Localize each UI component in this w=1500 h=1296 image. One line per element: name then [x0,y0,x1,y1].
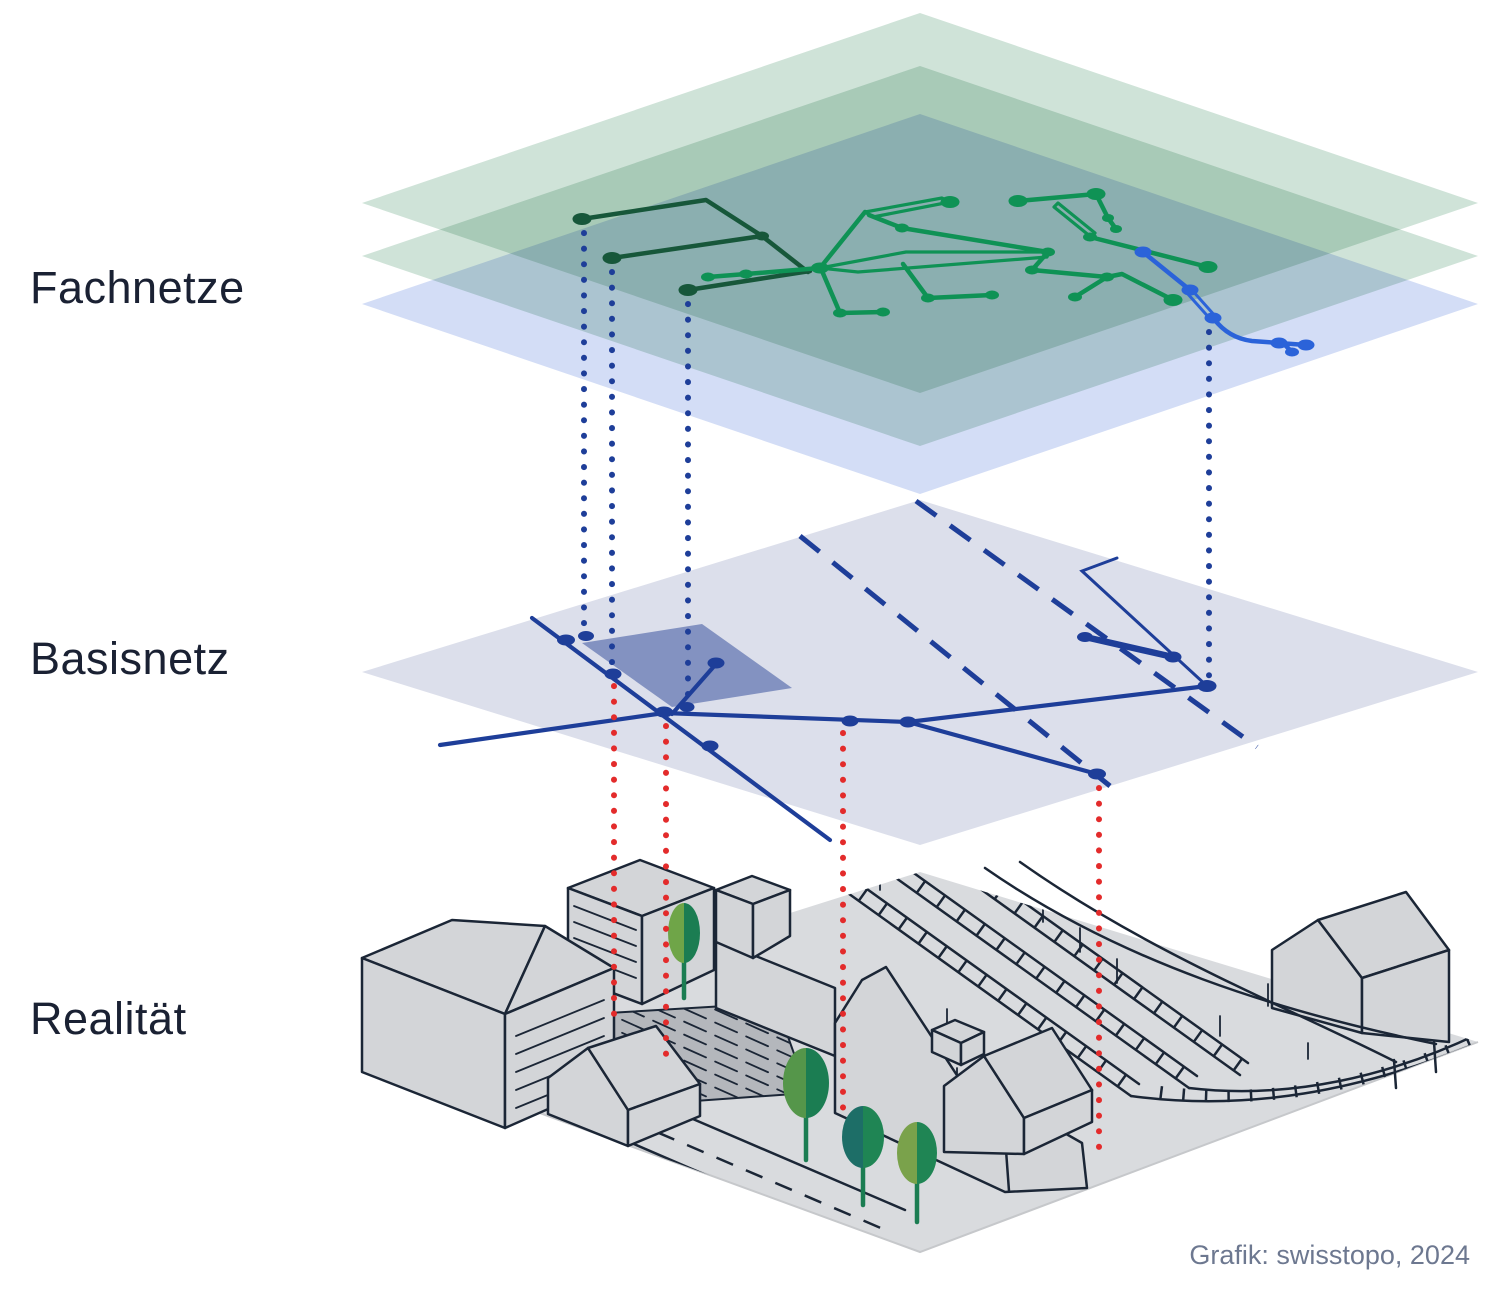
tree [668,903,700,1001]
basisnetz-network [437,498,1259,843]
tree [783,1048,829,1163]
basisnetz-layer [362,498,1478,845]
network-green [701,188,1218,318]
building-annex [942,1026,1094,1156]
trees [668,903,937,1225]
network-green-dark [572,197,813,296]
network-blue [1134,246,1315,357]
front-curved-tracks [983,860,1438,1090]
building-left-house [360,918,616,1130]
connectors-red-dotted [611,683,1102,1161]
layer-label-basisnetz: Basisnetz [30,633,230,684]
layer-label-realitaet: Realität [30,993,187,1044]
building-gable-house [546,1024,702,1148]
layer-label-fachnetze: Fachnetze [30,262,245,313]
building-box [714,874,792,960]
tree [897,1122,937,1225]
city-buildings [360,858,1451,1194]
building-right-house [1270,890,1451,1044]
connectors-blue-dotted [581,230,1212,701]
city-illustration [360,858,1479,1254]
basisnetz-plane [362,500,1478,845]
credit-text: Grafik: swisstopo, 2024 [1189,1240,1470,1270]
tree [842,1106,884,1208]
